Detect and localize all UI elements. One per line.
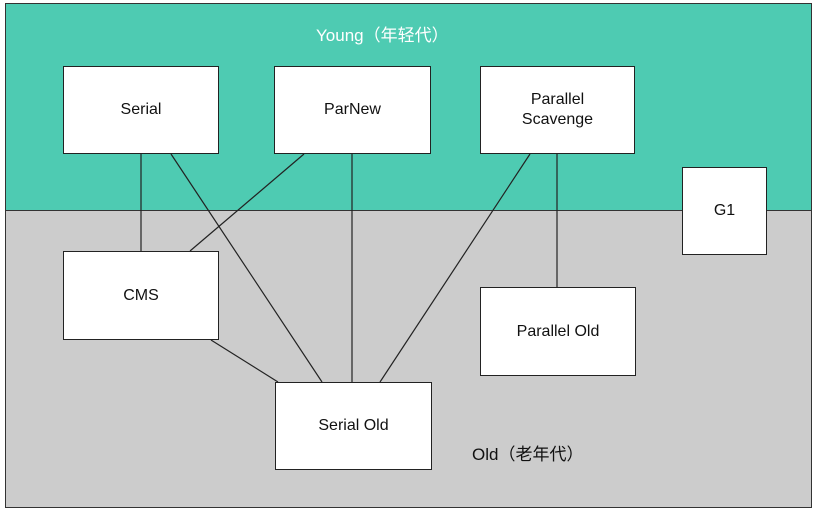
young-generation-label: Young（年轻代） bbox=[316, 26, 449, 45]
old-generation-label: Old（老年代） bbox=[472, 445, 584, 464]
link-serial-serial-old bbox=[170, 153, 323, 383]
link-parallel-scavenge-serial-old bbox=[379, 153, 531, 383]
node-parallel-old: Parallel Old bbox=[480, 287, 636, 376]
node-cms: CMS bbox=[63, 251, 219, 340]
node-parnew: ParNew bbox=[274, 66, 431, 154]
node-serial: Serial bbox=[63, 66, 219, 154]
node-g1: G1 bbox=[682, 167, 767, 255]
node-parallel-scavenge: Parallel Scavenge bbox=[480, 66, 635, 154]
node-serial-old: Serial Old bbox=[275, 382, 432, 470]
link-parnew-cms bbox=[189, 153, 305, 252]
link-cms-serial-old bbox=[210, 339, 279, 383]
